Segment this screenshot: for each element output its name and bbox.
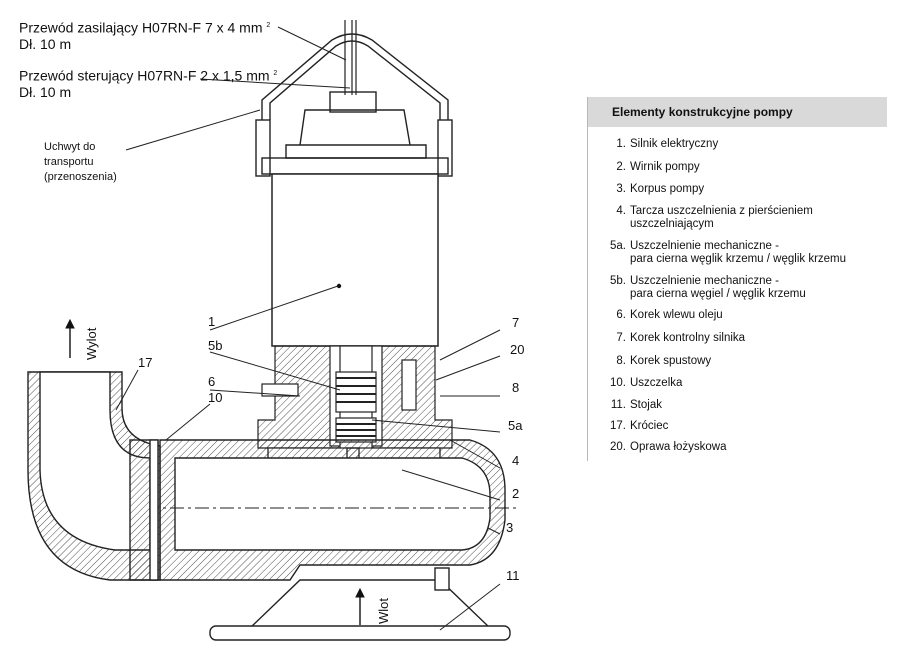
legend-num: 1. — [616, 138, 626, 150]
transport-line-2: transportu — [44, 156, 94, 168]
components-legend: Elementy konstrukcyjne pompy 1. Silnik el… — [587, 97, 887, 461]
legend-item: 11. Stojak — [588, 399, 662, 412]
legend-text: Stojak — [630, 399, 662, 411]
legend-item: 2. Wirnik pompy — [588, 161, 700, 174]
transport-handle — [255, 33, 453, 177]
legend-text: Uszczelnienie mechaniczne - para cierna … — [630, 275, 806, 301]
callout-11: 11 — [506, 568, 520, 583]
inlet-label: Wlot — [376, 598, 391, 624]
legend-item: 20. Oprawa łożyskowa — [588, 441, 727, 454]
stand — [209, 567, 511, 641]
callout-6: 6 — [208, 374, 215, 389]
callout-8: 8 — [512, 380, 519, 395]
motor-body — [271, 173, 439, 347]
legend-item: 7. Korek kontrolny silnika — [588, 332, 745, 345]
legend-title: Elementy konstrukcyjne pompy — [588, 97, 887, 127]
legend-num: 11. — [610, 399, 626, 411]
cables — [344, 20, 357, 95]
legend-num: 10. — [610, 377, 626, 389]
pump-casing — [120, 439, 520, 581]
legend-text: Króciec — [630, 420, 669, 432]
legend-text-line1: Tarcza uszczelnienia z pierścieniem — [630, 205, 813, 217]
control-cable-text: Przewód sterujący H07RN-F 2 x 1,5 mm — [19, 67, 270, 84]
callout-1: 1 — [208, 314, 215, 329]
callout-4: 4 — [512, 453, 519, 468]
callout-7: 7 — [512, 315, 519, 330]
legend-text: Oprawa łożyskowa — [630, 441, 727, 453]
power-cable-text: Przewód zasilający H07RN-F 7 x 4 mm — [19, 19, 263, 36]
callout-numbers: 1 5b 6 10 17 7 20 8 5a 4 2 3 11 — [138, 314, 524, 583]
callout-3: 3 — [506, 520, 513, 535]
legend-num: 17. — [610, 420, 626, 432]
legend-num: 5a. — [610, 240, 626, 252]
discharge-elbow — [27, 371, 161, 581]
legend-num: 4. — [616, 205, 626, 217]
power-cable-length: Dł. 10 m — [19, 35, 72, 52]
flow-arrows — [65, 318, 365, 625]
legend-text: Korek kontrolny silnika — [630, 332, 746, 344]
motor-top-cover — [261, 91, 449, 175]
callout-10: 10 — [208, 390, 222, 405]
legend-text: Wirnik pompy — [630, 161, 700, 173]
legend-text: Silnik elektryczny — [630, 138, 719, 150]
legend-item: 3. Korpus pompy — [588, 183, 704, 196]
legend-item: 8. Korek spustowy — [588, 355, 711, 368]
control-cable-sup: 2 — [273, 70, 278, 77]
transport-line-3: (przenoszenia) — [44, 171, 117, 183]
legend-num: 6. — [616, 309, 626, 321]
callout-20: 20 — [510, 342, 524, 357]
power-cable-sup: 2 — [266, 22, 271, 29]
legend-num: 5b. — [610, 275, 626, 287]
transport-line-1: Uchwyt do — [44, 141, 96, 153]
outlet-label: Wylot — [84, 327, 99, 360]
legend-num: 2. — [616, 161, 626, 173]
legend-item: 17. Króciec — [588, 420, 668, 433]
legend-num: 7. — [616, 332, 626, 344]
legend-item: 6. Korek wlewu oleju — [588, 309, 723, 322]
power-cable-label: Przewód zasilający H07RN-F 7 x 4 mm 2 Dł… — [19, 18, 270, 52]
legend-item: 1. Silnik elektryczny — [588, 138, 718, 151]
callout-5b: 5b — [208, 338, 222, 353]
control-cable-label: Przewód sterujący H07RN-F 2 x 1,5 mm 2 D… — [19, 66, 277, 100]
legend-text: Korek wlewu oleju — [630, 309, 723, 321]
legend-item: 5b. Uszczelnienie mechaniczne - para cier… — [588, 275, 806, 301]
callout-17: 17 — [138, 355, 152, 370]
callout-5a: 5a — [508, 418, 523, 433]
legend-text: Korpus pompy — [630, 183, 705, 195]
legend-num: 20. — [610, 441, 626, 453]
transport-handle-label: Uchwyt do transportu (przenoszenia) — [44, 140, 117, 185]
callout-2: 2 — [512, 486, 519, 501]
legend-num: 3. — [616, 183, 626, 195]
legend-text-line2: para cierna węglik krzemu / węglik krzem… — [630, 253, 847, 265]
control-cable-length: Dł. 10 m — [19, 83, 72, 100]
legend-text-line2: uszczelniającym — [630, 218, 714, 230]
legend-text-line2: para cierna węgiel / węglik krzemu — [630, 288, 806, 300]
legend-item: 10. Uszczelka — [588, 377, 682, 390]
label-leader-lines — [115, 26, 501, 631]
legend-text-line1: Uszczelnienie mechaniczne - — [630, 275, 779, 287]
legend-text-line1: Uszczelnienie mechaniczne - — [630, 240, 779, 252]
legend-num: 8. — [616, 355, 626, 367]
legend-item: 5a. Uszczelnienie mechaniczne - para cier… — [588, 240, 846, 266]
legend-text: Uszczelnienie mechaniczne - para cierna … — [630, 240, 846, 266]
legend-text: Korek spustowy — [630, 355, 712, 367]
legend-text: Uszczelka — [630, 377, 683, 389]
